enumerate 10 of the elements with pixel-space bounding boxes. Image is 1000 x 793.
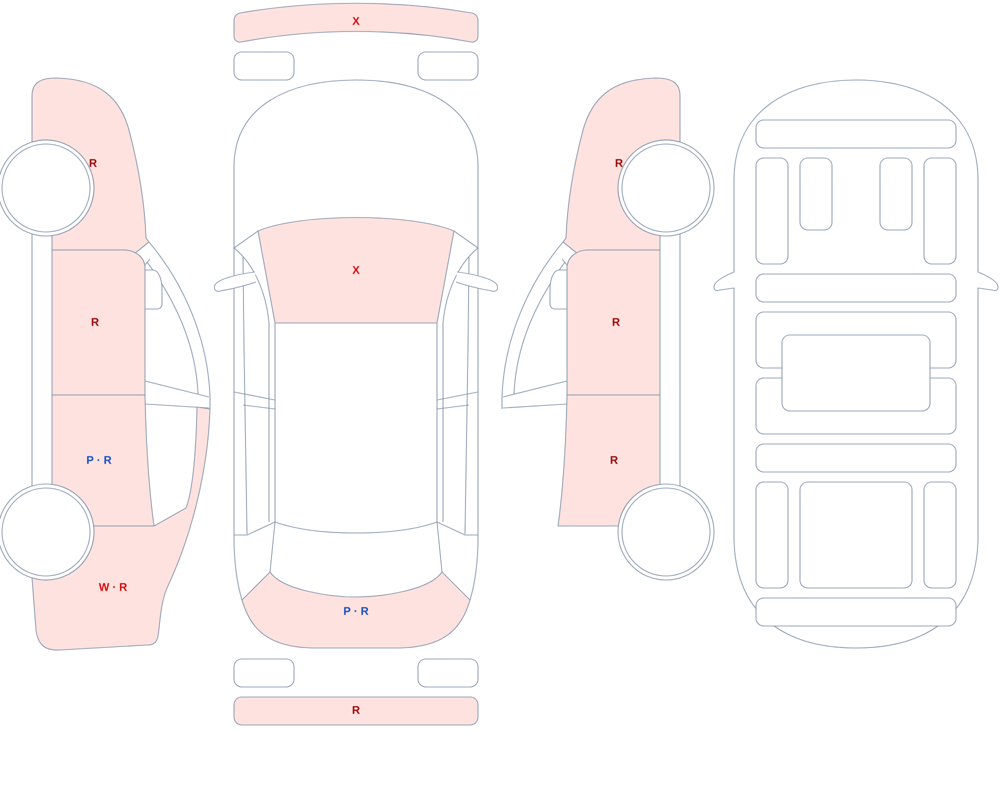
body-panel: P · R: [52, 394, 154, 526]
body-panel: R: [562, 78, 680, 254]
body-panel: X: [234, 2, 478, 43]
body-panel: X: [258, 217, 454, 324]
body-panel: R: [32, 78, 150, 254]
body-panel: P · R: [242, 572, 470, 648]
body-panel: R: [566, 250, 660, 396]
body-panel: R: [234, 696, 478, 726]
body-panel: R: [52, 250, 146, 396]
body-panel: R: [558, 394, 660, 526]
